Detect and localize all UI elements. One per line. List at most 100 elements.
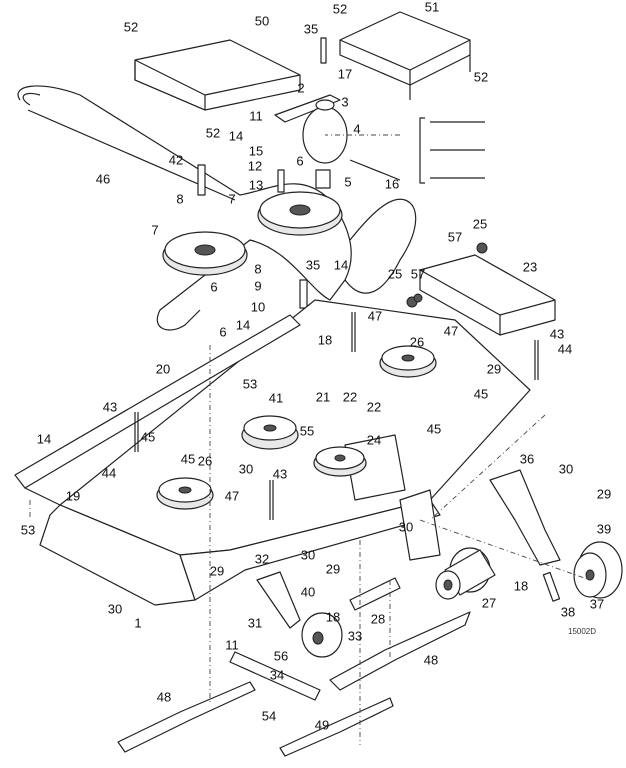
callout-47: 47 xyxy=(368,308,382,323)
rear-roller xyxy=(435,547,496,600)
bolts xyxy=(197,37,488,309)
spindle-pulleys xyxy=(156,345,437,510)
callout-52: 52 xyxy=(474,69,488,84)
callout-14: 14 xyxy=(229,128,243,143)
callout-43: 43 xyxy=(103,399,117,414)
callout-42: 42 xyxy=(169,152,183,167)
chains xyxy=(134,312,539,520)
callout-45: 45 xyxy=(181,451,195,466)
callout-41: 41 xyxy=(269,390,283,405)
drive-belt xyxy=(17,85,417,331)
blade-spacers-inset xyxy=(419,117,485,184)
callout-29: 29 xyxy=(597,486,611,501)
cover-plate-left xyxy=(134,39,301,111)
callout-8: 8 xyxy=(176,191,183,206)
callout-16: 16 xyxy=(385,176,399,191)
callout-38: 38 xyxy=(561,604,575,619)
callout-32: 32 xyxy=(255,551,269,566)
callout-52: 52 xyxy=(124,19,138,34)
callout-28: 28 xyxy=(371,611,385,626)
callout-30: 30 xyxy=(399,519,413,534)
callout-6: 6 xyxy=(219,324,226,339)
callout-30: 30 xyxy=(108,601,122,616)
callout-25: 25 xyxy=(473,216,487,231)
callout-44: 44 xyxy=(558,341,572,356)
callout-45: 45 xyxy=(474,386,488,401)
callout-17: 17 xyxy=(338,66,352,81)
callout-57: 57 xyxy=(448,229,462,244)
callout-18: 18 xyxy=(326,609,340,624)
callout-56: 56 xyxy=(274,648,288,663)
idler-pulley-upper xyxy=(257,191,343,236)
callout-2: 2 xyxy=(297,80,304,95)
callout-11: 11 xyxy=(249,108,263,123)
callout-8: 8 xyxy=(254,261,261,276)
callout-4: 4 xyxy=(353,121,360,136)
callout-14: 14 xyxy=(37,431,51,446)
callout-35: 35 xyxy=(304,21,318,36)
callout-34: 34 xyxy=(270,667,284,682)
callout-26: 26 xyxy=(410,334,424,349)
callout-22: 22 xyxy=(343,389,357,404)
callout-40: 40 xyxy=(301,584,315,599)
callout-6: 6 xyxy=(296,153,303,168)
callout-50: 50 xyxy=(255,13,269,28)
callout-18: 18 xyxy=(514,578,528,593)
idler-pulley-left xyxy=(162,231,248,276)
callout-15: 15 xyxy=(249,143,263,158)
anti-scalp-wheel xyxy=(489,469,623,602)
callout-25: 25 xyxy=(388,266,402,281)
callout-26: 26 xyxy=(198,453,212,468)
callout-6: 6 xyxy=(210,279,217,294)
callout-1: 1 xyxy=(134,615,141,630)
callout-46: 46 xyxy=(96,171,110,186)
callout-22: 22 xyxy=(367,399,381,414)
callout-30: 30 xyxy=(301,547,315,562)
callout-12: 12 xyxy=(248,158,262,173)
callout-5: 5 xyxy=(344,174,351,189)
callout-3: 3 xyxy=(341,94,348,109)
rear-bracket xyxy=(419,254,556,336)
drawing-number: 15002D xyxy=(568,627,596,636)
callout-18: 18 xyxy=(318,332,332,347)
callout-39: 39 xyxy=(597,521,611,536)
callout-35: 35 xyxy=(306,257,320,272)
centerlines xyxy=(29,134,591,745)
callout-20: 20 xyxy=(156,361,170,376)
callout-54: 54 xyxy=(262,708,276,723)
callout-53: 53 xyxy=(21,522,35,537)
callout-45: 45 xyxy=(141,429,155,444)
callout-14: 14 xyxy=(334,257,348,272)
callout-29: 29 xyxy=(210,563,224,578)
callout-33: 33 xyxy=(348,628,362,643)
callout-44: 44 xyxy=(102,465,116,480)
callout-43: 43 xyxy=(550,326,564,341)
callout-48: 48 xyxy=(157,689,171,704)
callout-45: 45 xyxy=(427,421,441,436)
callout-14: 14 xyxy=(236,317,250,332)
callout-31: 31 xyxy=(248,615,262,630)
front-bracket xyxy=(256,571,401,658)
callout-57: 57 xyxy=(411,266,425,281)
callout-7: 7 xyxy=(151,222,158,237)
callout-36: 36 xyxy=(520,451,534,466)
callout-47: 47 xyxy=(225,488,239,503)
idler-arm xyxy=(274,94,401,189)
callout-10: 10 xyxy=(251,299,265,314)
callout-29: 29 xyxy=(487,361,501,376)
callout-37: 37 xyxy=(590,596,604,611)
callout-52: 52 xyxy=(206,125,220,140)
callout-51: 51 xyxy=(425,0,439,14)
callout-27: 27 xyxy=(482,595,496,610)
callout-29: 29 xyxy=(326,561,340,576)
cover-plate-right xyxy=(339,11,471,100)
callout-11: 11 xyxy=(225,637,239,652)
callout-21: 21 xyxy=(316,389,330,404)
callout-53: 53 xyxy=(243,376,257,391)
callout-24: 24 xyxy=(367,432,381,447)
callout-7: 7 xyxy=(228,191,235,206)
callout-23: 23 xyxy=(523,259,537,274)
